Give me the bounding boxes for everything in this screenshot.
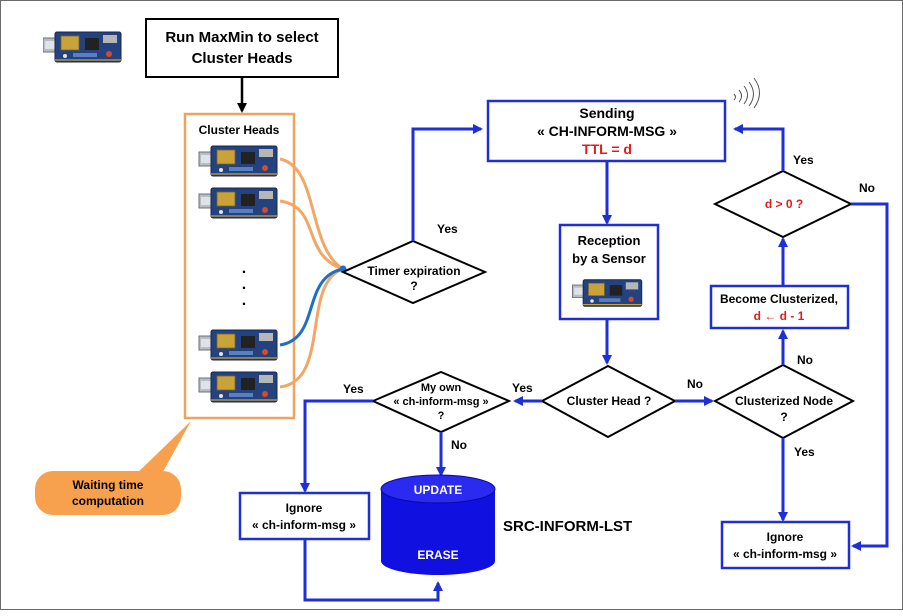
- ignore-left-line1: Ignore: [286, 501, 323, 515]
- ellipsis-dot: .: [242, 276, 246, 293]
- own-msg-line1: My own: [421, 382, 462, 394]
- ignore-right-line1: Ignore: [767, 530, 804, 544]
- label-clust-no: No: [797, 353, 813, 367]
- ellipsis-dot: .: [242, 292, 246, 309]
- cluster-heads-title: Cluster Heads: [199, 123, 280, 137]
- own-msg-line3: ?: [438, 410, 445, 422]
- own-msg-decision: My own « ch-inform-msg » ?: [370, 370, 512, 434]
- cluster-head-decision: Cluster Head ?: [539, 364, 678, 439]
- reception-box: Reception by a Sensor: [558, 223, 660, 321]
- clusterized-decision-line2: ?: [780, 410, 787, 424]
- sending-box: Sending « CH-INFORM-MSG » TTL = d: [486, 99, 727, 163]
- sending-ttl: TTL = d: [582, 141, 632, 157]
- cluster-head-wires: [279, 157, 347, 389]
- label-own-yes: Yes: [343, 382, 364, 396]
- db-name-label: SRC-INFORM-LST: [503, 518, 632, 535]
- d-no-arrow: [851, 202, 889, 551]
- ignore-right-line2: « ch-inform-msg »: [733, 547, 837, 561]
- ellipsis-dot: .: [242, 260, 246, 277]
- ignore-to-db-arrow: [303, 540, 443, 602]
- sensor-board-icon: [198, 329, 278, 361]
- ignore-right-box: Ignore « ch-inform-msg »: [720, 520, 851, 570]
- label-d-no: No: [859, 181, 875, 195]
- clusterized-node-decision: Clusterized Node ?: [712, 363, 856, 440]
- start-box-line1: Run MaxMin to select: [165, 29, 318, 46]
- reception-line2: by a Sensor: [572, 251, 646, 266]
- signal-waves-icon: [733, 77, 760, 109]
- sensor-board-icon: [43, 31, 122, 63]
- own-yes-arrow: [300, 399, 373, 493]
- clusterized-line1: Become Clusterized,: [720, 292, 838, 306]
- clusterized-line2: d ← d - 1: [754, 309, 805, 323]
- timer-yes-arrow: [411, 124, 483, 241]
- label-clust-yes: Yes: [794, 445, 815, 459]
- label-timer-yes: Yes: [437, 222, 458, 236]
- d-yes-arrow: [733, 124, 785, 171]
- d-decision-label: d > 0 ?: [765, 197, 803, 211]
- timer-decision-line2: ?: [410, 279, 417, 293]
- own-msg-line2: « ch-inform-msg »: [393, 396, 488, 408]
- label-ch-yes: Yes: [512, 381, 533, 395]
- reception-line1: Reception: [578, 233, 641, 248]
- db-erase-label: ERASE: [417, 548, 458, 562]
- start-box: Run MaxMin to select Cluster Heads: [145, 18, 339, 78]
- sensor-board-icon: [198, 145, 278, 177]
- d-positive-decision: d > 0 ?: [712, 169, 854, 239]
- sensor-board-icon: [198, 187, 278, 219]
- cluster-head-decision-label: Cluster Head ?: [567, 394, 652, 408]
- callout-line2: computation: [72, 494, 144, 508]
- cluster-heads-group: Cluster Heads . . .: [183, 112, 296, 420]
- timer-decision-line1: Timer expiration: [367, 264, 460, 278]
- src-inform-lst-database: UPDATE ERASE: [380, 474, 496, 575]
- ignore-left-line2: « ch-inform-msg »: [252, 518, 356, 532]
- clusterized-decision-line1: Clusterized Node: [735, 394, 833, 408]
- waiting-time-callout: Waiting time computation: [35, 421, 191, 515]
- start-box-line2: Cluster Heads: [192, 50, 293, 67]
- sending-line1: Sending: [579, 105, 634, 121]
- become-clusterized-box: Become Clusterized, d ← d - 1: [709, 284, 850, 330]
- sensor-board-icon: [571, 279, 643, 307]
- sending-line2: « CH-INFORM-MSG »: [537, 123, 677, 139]
- callout-line1: Waiting time: [73, 478, 144, 492]
- label-own-no: No: [451, 438, 467, 452]
- label-ch-no: No: [687, 377, 703, 391]
- sensor-board-icon: [198, 371, 278, 403]
- ignore-left-box: Ignore « ch-inform-msg »: [238, 491, 371, 541]
- label-d-yes: Yes: [793, 153, 814, 167]
- db-update-label: UPDATE: [414, 483, 462, 497]
- timer-expiration-decision: Timer expiration ?: [340, 239, 488, 305]
